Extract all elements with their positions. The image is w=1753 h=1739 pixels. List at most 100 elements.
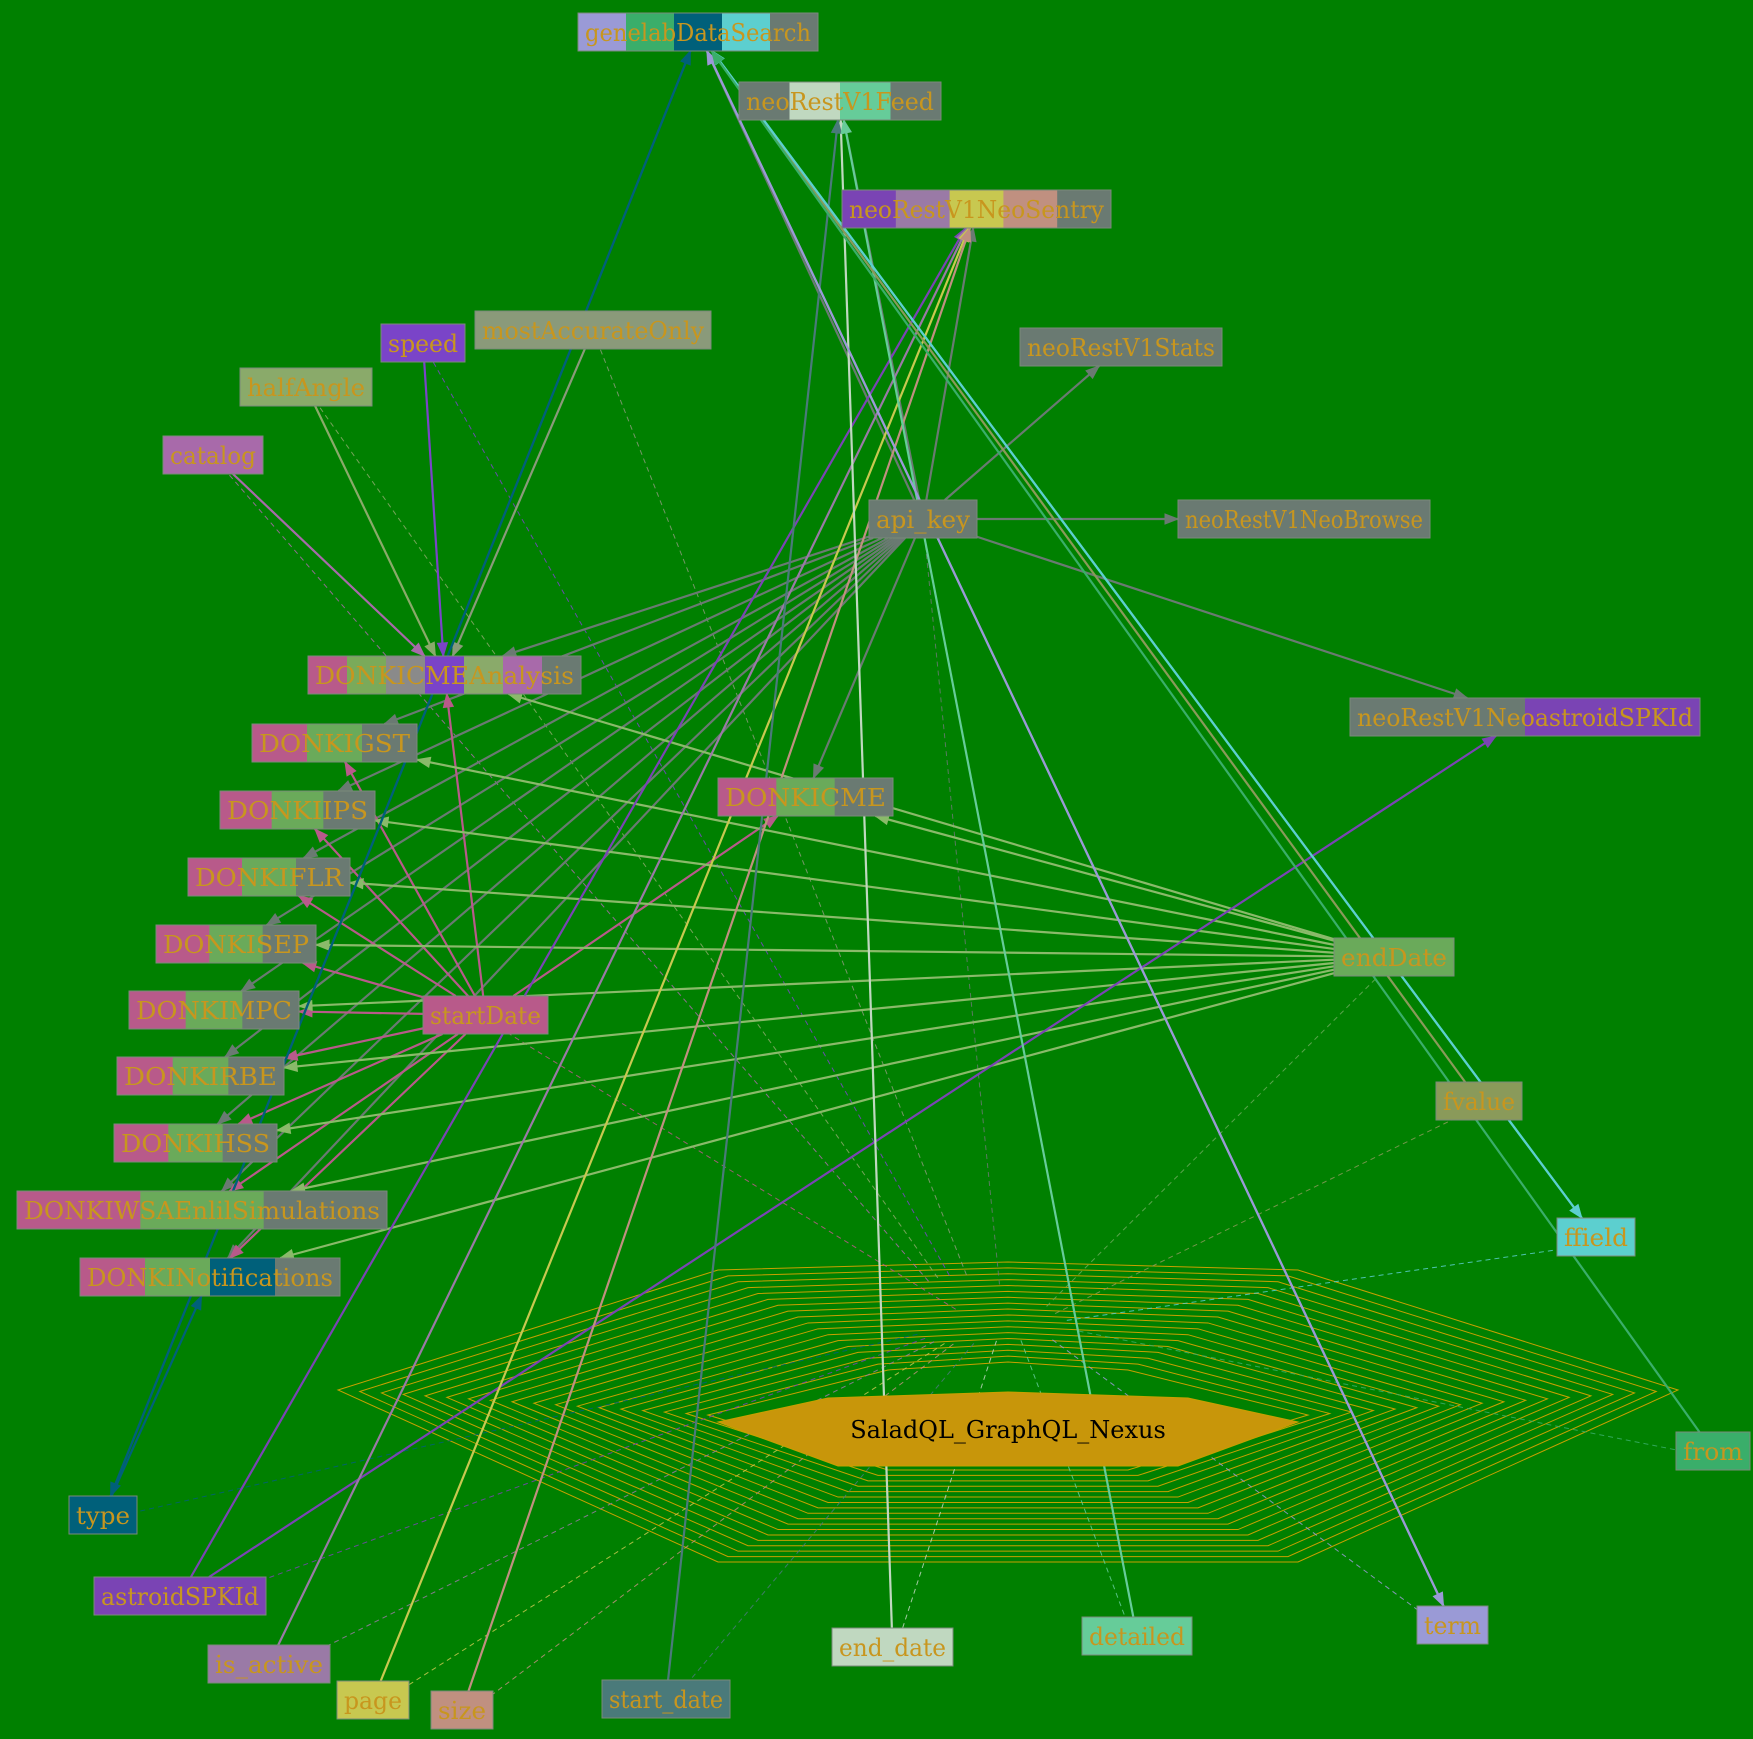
dashed-link-catalog <box>228 473 929 1282</box>
node-label: astroidSPKId <box>101 1583 259 1611</box>
edge-api_key-to-DONKIIPS <box>337 537 883 792</box>
node-neoRestV1NeoBrowse[interactable]: neoRestV1NeoBrowse <box>1177 499 1431 539</box>
node-DONKICMEAnalysis[interactable]: DONKICMEAnalysis <box>307 655 582 695</box>
edge-arrowhead <box>424 641 436 658</box>
hub-ring <box>662 1349 1354 1482</box>
node-fvalue[interactable]: fvalue <box>1435 1081 1523 1121</box>
node-stripe <box>722 13 771 51</box>
edge-endDate-to-DONKIIPS <box>374 819 1335 951</box>
edge-endDate-to-DONKINotifications <box>280 972 1335 1260</box>
hub-ring <box>445 1290 1571 1536</box>
node-label: DONKIMPC <box>136 997 292 1025</box>
node-DONKIWSAEnlilSimulations[interactable]: DONKIWSAEnlilSimulations <box>16 1190 388 1230</box>
node-label: api_key <box>876 506 970 534</box>
edge-start_date-to-neoRestV1Feed <box>666 119 840 1681</box>
node-catalog[interactable]: catalog <box>162 435 264 475</box>
node-border <box>93 1576 267 1616</box>
node-border <box>1416 1605 1489 1645</box>
hub-ring <box>706 1361 1310 1471</box>
node-endDate[interactable]: endDate <box>1333 937 1455 977</box>
node-ffield[interactable]: ffield <box>1556 1217 1636 1257</box>
node-DONKIHSS[interactable]: DONKIHSS <box>113 1123 278 1163</box>
node-stripe <box>168 1124 224 1162</box>
node-startDate[interactable]: startDate <box>422 995 549 1035</box>
node-DONKICME[interactable]: DONKICME <box>717 777 894 817</box>
edge-api_key-to-DONKIMPC <box>240 537 897 992</box>
dashed-link-detailed <box>1020 1340 1126 1618</box>
edge-endDate-to-DONKISEP <box>315 943 1335 958</box>
dashed-link-startDate <box>509 1033 957 1310</box>
edge-mostAccurateOnly-to-DONKICMEAnalysis <box>451 348 586 657</box>
hub-rings <box>336 1261 1680 1563</box>
node-border <box>430 1690 494 1730</box>
edge-api_key-to-neoRestV1Stats <box>944 365 1100 501</box>
node-start_date[interactable]: start_date <box>601 1679 731 1719</box>
node-stripe <box>262 925 317 963</box>
edge-from-to-genelabDataSearch <box>710 50 1701 1433</box>
node-type[interactable]: type <box>68 1495 138 1535</box>
node-term[interactable]: term <box>1416 1605 1489 1645</box>
node-speed[interactable]: speed <box>380 323 466 363</box>
node-from[interactable]: from <box>1675 1431 1751 1471</box>
edge-detailed-to-neoRestV1Feed <box>842 119 1135 1618</box>
edge-arrowhead <box>415 756 432 768</box>
node-label: mostAccurateOnly <box>482 317 704 345</box>
hub-ring <box>358 1267 1658 1558</box>
node-label: end_date <box>839 1634 946 1662</box>
node-label: detailed <box>1089 1623 1185 1651</box>
node-api_key[interactable]: api_key <box>868 499 978 539</box>
edge-end_date-to-neoRestV1Feed <box>839 119 893 1629</box>
edge-genelabDataSearch-to-ffield <box>711 50 1583 1219</box>
node-border <box>601 1679 731 1719</box>
node-page[interactable]: page <box>336 1680 410 1720</box>
node-stripe <box>308 656 348 694</box>
node-genelabDataSearch[interactable]: genelabDataSearch <box>577 12 819 52</box>
dashed-links <box>136 348 1677 1695</box>
node-halfAngle[interactable]: halfAngle <box>239 367 373 407</box>
node-label: term <box>1424 1612 1481 1640</box>
node-DONKIIPS[interactable]: DONKIIPS <box>219 790 376 830</box>
edge-startDate-to-DONKIMPC <box>298 1010 424 1015</box>
node-border <box>717 777 894 817</box>
node-DONKIFLR[interactable]: DONKIFLR <box>187 857 351 897</box>
node-border <box>1333 937 1455 977</box>
node-stripe <box>789 82 841 120</box>
node-stripe <box>210 1258 276 1296</box>
edge-arrowhead <box>1432 1591 1445 1608</box>
node-label: neoRestV1NeoBrowse <box>1185 506 1423 534</box>
node-border <box>738 81 942 121</box>
node-DONKIMPC[interactable]: DONKIMPC <box>128 990 300 1030</box>
node-label: DONKICME <box>725 784 886 812</box>
node-is_active[interactable]: is_active <box>207 1644 331 1684</box>
hub-node[interactable]: SaladQL_GraphQL_Nexus <box>716 1391 1300 1467</box>
edge-endDate-to-DONKICMEAnalysis <box>508 692 1335 941</box>
node-stripe <box>381 324 466 362</box>
node-stripe <box>890 82 942 120</box>
node-stripe <box>1350 698 1526 736</box>
node-DONKIRBE[interactable]: DONKIRBE <box>116 1056 285 1096</box>
edge-halfAngle-to-DONKICMEAnalysis <box>314 405 437 657</box>
node-neoRestV1Feed[interactable]: neoRestV1Feed <box>738 81 942 121</box>
node-mostAccurateOnly[interactable]: mostAccurateOnly <box>474 310 712 350</box>
node-DONKINotifications[interactable]: DONKINotifications <box>79 1257 341 1297</box>
node-border <box>68 1495 138 1535</box>
node-stripe <box>834 778 894 816</box>
node-neoRestV1NeoSentry[interactable]: neoRestV1NeoSentry <box>841 189 1112 229</box>
node-astroidSPKId[interactable]: astroidSPKId <box>93 1576 267 1616</box>
node-neoRestV1Stats[interactable]: neoRestV1Stats <box>1019 327 1223 367</box>
edge-endDate-to-DONKIGST <box>416 758 1335 946</box>
node-stripe <box>1003 190 1058 228</box>
node-stripe <box>869 500 978 538</box>
node-neoRestV1NeoastroidSPKId[interactable]: neoRestV1NeoastroidSPKId <box>1349 697 1701 737</box>
node-detailed[interactable]: detailed <box>1081 1616 1193 1656</box>
node-end_date[interactable]: end_date <box>831 1627 954 1667</box>
node-border <box>307 655 582 695</box>
node-DONKIGST[interactable]: DONKIGST <box>251 723 418 763</box>
node-label: DONKIFLR <box>195 864 344 892</box>
edge-speed-to-DONKICMEAnalysis <box>423 361 445 657</box>
node-DONKISEP[interactable]: DONKISEP <box>155 924 317 964</box>
node-label: neoRestV1Stats <box>1027 334 1215 362</box>
node-border <box>474 310 712 350</box>
node-label: neoRestV1NeoSentry <box>849 196 1104 224</box>
node-size[interactable]: size <box>430 1690 494 1730</box>
